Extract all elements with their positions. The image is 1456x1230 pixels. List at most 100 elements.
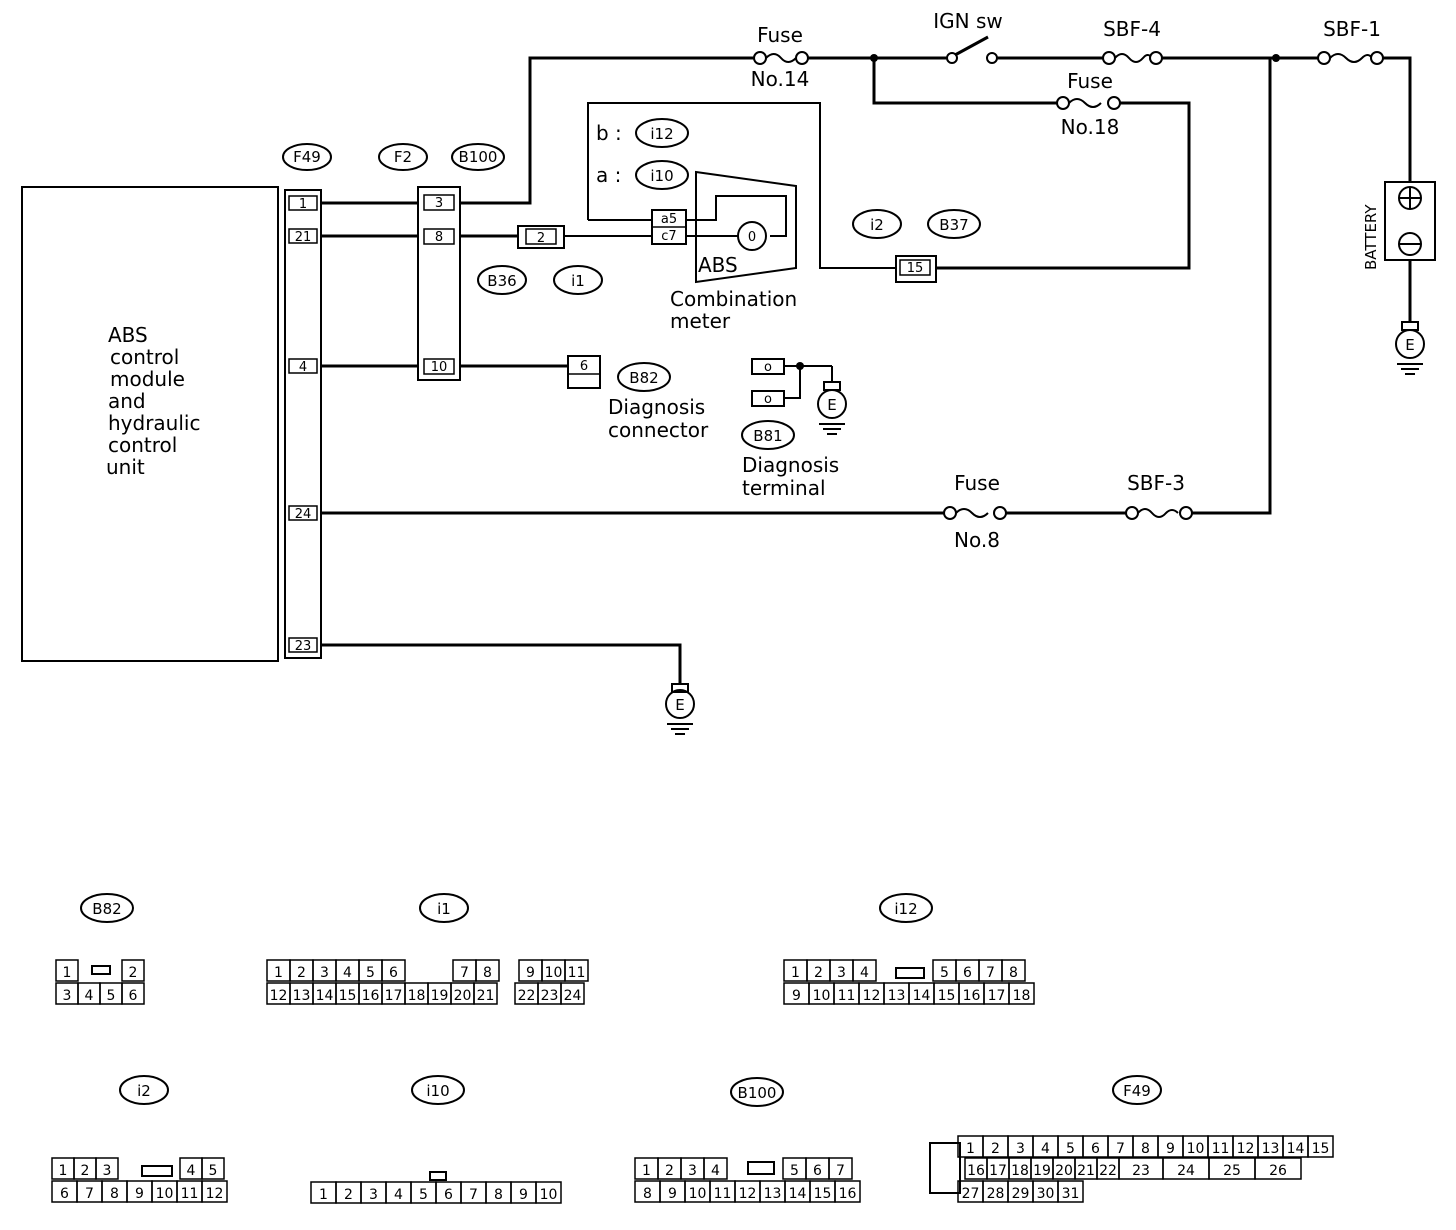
diagnosis-connector: 6 B82 Diagnosis connector (567, 355, 709, 442)
diagnosis-terminal: o o B81 Diagnosis terminal (741, 358, 839, 500)
f49-pin-label-18: 18 (1011, 1163, 1029, 1179)
tag-b100: B100 (451, 143, 505, 171)
i1-pin-label-6: 6 (389, 965, 398, 981)
b100-pin-10: 10 (431, 360, 448, 375)
i12-cell-18 (1008, 982, 1035, 1005)
b100-pin-label-12: 12 (739, 1186, 757, 1202)
tag-i12: i12 (650, 125, 673, 143)
i2-pin-label-2: 2 (81, 1163, 90, 1179)
f49-pin-label-21: 21 (1077, 1163, 1095, 1179)
f49-pin-label-25: 25 (1223, 1163, 1241, 1179)
b100-pin-3: 3 (435, 196, 443, 211)
f49-pin-label-26: 26 (1269, 1163, 1287, 1179)
b82-pin-label-6: 6 (129, 988, 138, 1004)
f49-pin-label-31: 31 (1062, 1186, 1080, 1202)
i12-pin-label-17: 17 (988, 988, 1006, 1004)
b36-i1-connector: 2 B36 i1 (477, 225, 603, 295)
b100-pin-label-8: 8 (643, 1186, 652, 1202)
svg-text:B82: B82 (92, 900, 121, 918)
i12-cell-8 (1001, 959, 1026, 982)
f49-pin-21: 21 (295, 230, 312, 245)
i12-pin-label-11: 11 (838, 988, 856, 1004)
f49-pin-label-17: 17 (989, 1163, 1007, 1179)
i1-pin-label-23: 23 (541, 988, 559, 1004)
i1-cell-11 (564, 959, 589, 982)
svg-text:No.8: No.8 (954, 528, 1000, 552)
i12-pin-label-5: 5 (940, 965, 949, 981)
svg-text:i1: i1 (437, 900, 451, 918)
i12-pin-label-8: 8 (1009, 965, 1018, 981)
b100-pin-label-9: 9 (668, 1186, 677, 1202)
svg-text:Fuse: Fuse (1067, 69, 1113, 93)
i2-pin-label-4: 4 (187, 1163, 196, 1179)
f49-pin-label-30: 30 (1037, 1186, 1055, 1202)
b100-pin-label-7: 7 (836, 1163, 845, 1179)
diagnosis-terminal-label-2: terminal (742, 476, 826, 500)
diagnosis-terminal-label: Diagnosis (742, 453, 839, 477)
a-prefix: a : (596, 163, 621, 187)
f49-pin-label-10: 10 (1187, 1141, 1205, 1157)
tag-b37: B37 (939, 216, 968, 234)
module-label-line-1: ABS (108, 323, 148, 347)
i1-pin-label-2: 2 (297, 965, 306, 981)
i10-pin-label-10: 10 (540, 1187, 558, 1203)
i10-pin-label-5: 5 (419, 1187, 428, 1203)
b100-connector-strip: 3 8 10 (417, 186, 461, 381)
tag-f2: F2 (378, 143, 428, 171)
i10-pin-label-3: 3 (369, 1187, 378, 1203)
view-tag-b100: B100 (730, 1077, 784, 1107)
b100-pin-label-11: 11 (714, 1186, 732, 1202)
module-label-line-3: module (110, 367, 185, 391)
i1-pin-label-13: 13 (293, 988, 311, 1004)
i12-pin-label-1: 1 (791, 965, 800, 981)
i1-pin-label-9: 9 (526, 965, 535, 981)
i1-pin-label-16: 16 (362, 988, 380, 1004)
i1-pin-label-10: 10 (545, 965, 563, 981)
tag-i2: i2 (870, 216, 884, 234)
i2-pin-label-3: 3 (103, 1163, 112, 1179)
combination-meter-label-2: meter (670, 309, 731, 333)
b100-pin-label-5: 5 (790, 1163, 799, 1179)
i12-pin-label-13: 13 (888, 988, 906, 1004)
b100-pin-label-10: 10 (689, 1186, 707, 1202)
tag-b36: B36 (487, 272, 516, 290)
f49-pin-label-19: 19 (1033, 1163, 1051, 1179)
i12-pin-label-9: 9 (792, 988, 801, 1004)
f49-pin-label-16: 16 (967, 1163, 985, 1179)
b100-pin-label-14: 14 (789, 1186, 807, 1202)
i1-pin-label-17: 17 (385, 988, 403, 1004)
i12-pin-label-4: 4 (860, 965, 869, 981)
i1-cell-21 (473, 982, 498, 1005)
i10-pin-label-1: 1 (319, 1187, 328, 1203)
b82-pin-label-5: 5 (107, 988, 116, 1004)
i2-pin-label-10: 10 (156, 1186, 174, 1202)
svg-text:B100: B100 (738, 1084, 777, 1102)
b100-cell-16 (834, 1180, 861, 1203)
f49-pin-label-29: 29 (1012, 1186, 1030, 1202)
i2-b37-connector: i2 B37 15 (852, 209, 981, 283)
view-tag-i12: i12 (879, 893, 933, 923)
diagnosis-connector-label-2: connector (608, 418, 709, 442)
i1-pin-label-15: 15 (339, 988, 357, 1004)
i1-pin-label-20: 20 (454, 988, 472, 1004)
f49-pin-label-20: 20 (1055, 1163, 1073, 1179)
f49-pin-label-22: 22 (1099, 1163, 1117, 1179)
i2-cell-12 (201, 1180, 228, 1203)
f49-pin-24: 24 (295, 507, 312, 522)
i12-pin-label-6: 6 (963, 965, 972, 981)
i1-pin-label-1: 1 (274, 965, 283, 981)
b82-pin-label-2: 2 (129, 965, 138, 981)
module-label-line-6: control (108, 433, 177, 457)
i1-pin-label-22: 22 (518, 988, 536, 1004)
fuse-no14: Fuse No.14 (751, 23, 810, 91)
i2-pin-label-1: 1 (59, 1163, 68, 1179)
module-label-line-7: unit (106, 455, 145, 479)
f49-pin-label-6: 6 (1091, 1141, 1100, 1157)
i1-pin-label-7: 7 (460, 965, 469, 981)
i1-cell-24 (560, 982, 585, 1005)
b82-pin-label-3: 3 (63, 988, 72, 1004)
i12-pin-label-2: 2 (814, 965, 823, 981)
f49-connector-strip: 1 21 4 24 23 (284, 189, 322, 659)
f49-pin-label-2: 2 (991, 1141, 1000, 1157)
i12-pin-label-16: 16 (963, 988, 981, 1004)
